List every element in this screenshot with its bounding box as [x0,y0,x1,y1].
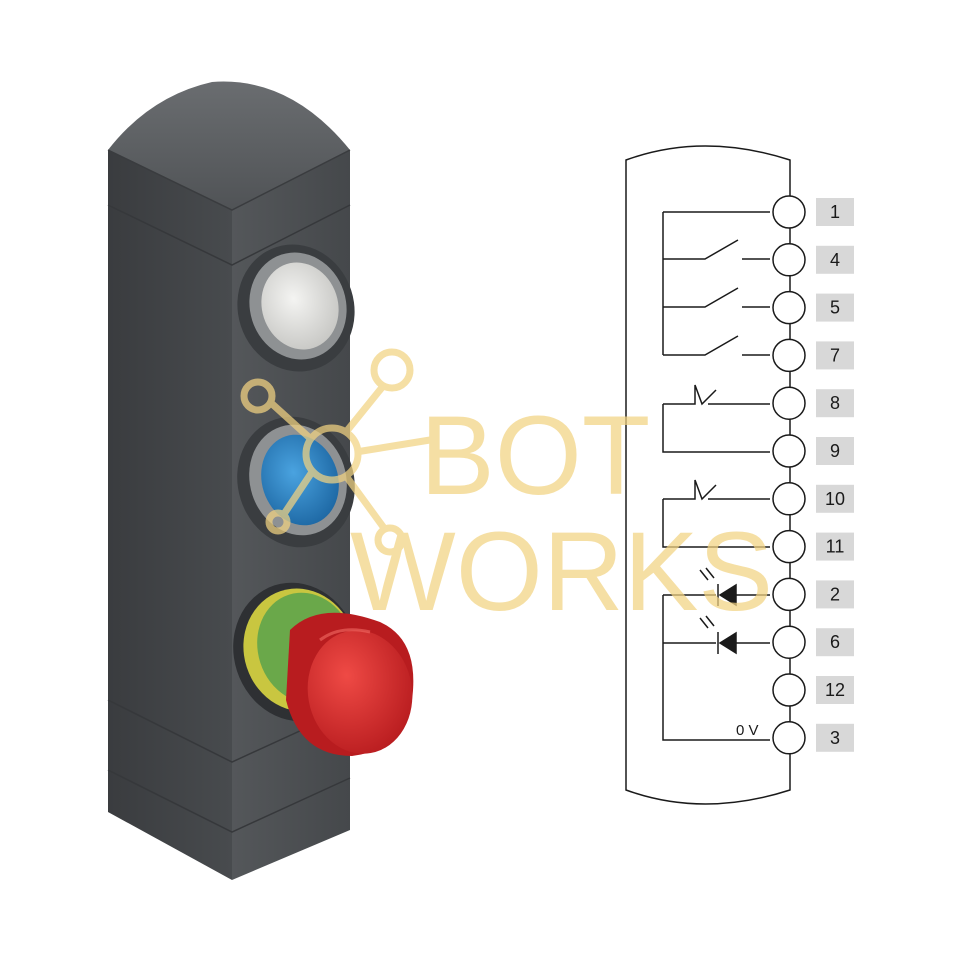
voltage-label: 0 V [736,722,759,739]
terminal-label: 10 [825,489,845,509]
terminal-label: 11 [826,537,845,557]
terminal-screw [772,721,806,755]
diagram-outline [625,145,791,805]
terminal-screw [772,482,806,516]
terminal-label: 12 [825,680,845,700]
terminal-label-box [816,389,854,418]
terminal-label: 9 [830,441,840,461]
terminal-screw [772,625,806,659]
terminal-label-box [816,437,854,465]
terminal-label: 5 [830,298,840,318]
contact-nc-8-9 [662,384,770,453]
contact-no-5 [663,287,770,308]
terminal-label: 8 [830,393,840,413]
housing-top-cap [108,81,350,210]
terminal-screw [772,529,806,564]
terminal-label-box [816,245,854,274]
pushbutton-white[interactable] [221,229,371,387]
botworks-watermark: BOT WORKS [240,348,773,634]
contact-nc-10-11 [662,479,770,548]
contact-no-7 [663,335,770,356]
terminal-screw [772,243,806,277]
terminal-screw [772,290,806,325]
pushbutton-blue[interactable] [220,401,371,562]
terminal-label: 2 [830,584,840,604]
watermark-logo-icon [240,348,431,556]
terminal-label: 6 [830,632,840,652]
led-6 [663,615,770,655]
housing-side-face [108,150,232,880]
terminal-label-box [816,341,854,370]
terminal-screw [772,434,806,468]
housing-top-edge [107,149,351,211]
housing-seam-bottom [107,769,351,833]
terminal-screw [772,577,806,612]
led-2 [663,567,770,607]
contact-no-4 [663,239,770,260]
terminal-strip: 1 4 5 7 8 9 10 11 2 6 12 3 [772,195,854,755]
terminal-label-box [816,484,854,513]
terminal-label: 1 [830,202,840,222]
terminal-screw [772,673,806,707]
terminal-label-box [816,580,854,609]
control-station [107,81,422,880]
housing-seam-top [107,204,351,266]
terminal-label-box [816,628,854,657]
terminal-label-box [816,293,854,322]
terminal-screw [772,386,806,420]
bus-0v [662,595,770,741]
terminal-label-box [816,532,854,561]
terminal-screw [772,195,806,229]
terminal-screw [772,338,806,373]
terminal-label: 3 [830,728,840,748]
terminal-label-box [816,676,854,704]
wiring-diagram: 0 V 1 4 5 7 8 9 10 11 2 6 12 3 [625,145,854,805]
watermark-line-2: WORKS [350,509,773,634]
terminal-label-box [816,198,854,226]
watermark-line-1: BOT [420,393,650,518]
emergency-stop-button[interactable] [215,566,422,762]
terminal-label: 7 [830,345,840,365]
terminal-label-box [816,723,854,752]
terminal-label: 4 [830,250,840,270]
